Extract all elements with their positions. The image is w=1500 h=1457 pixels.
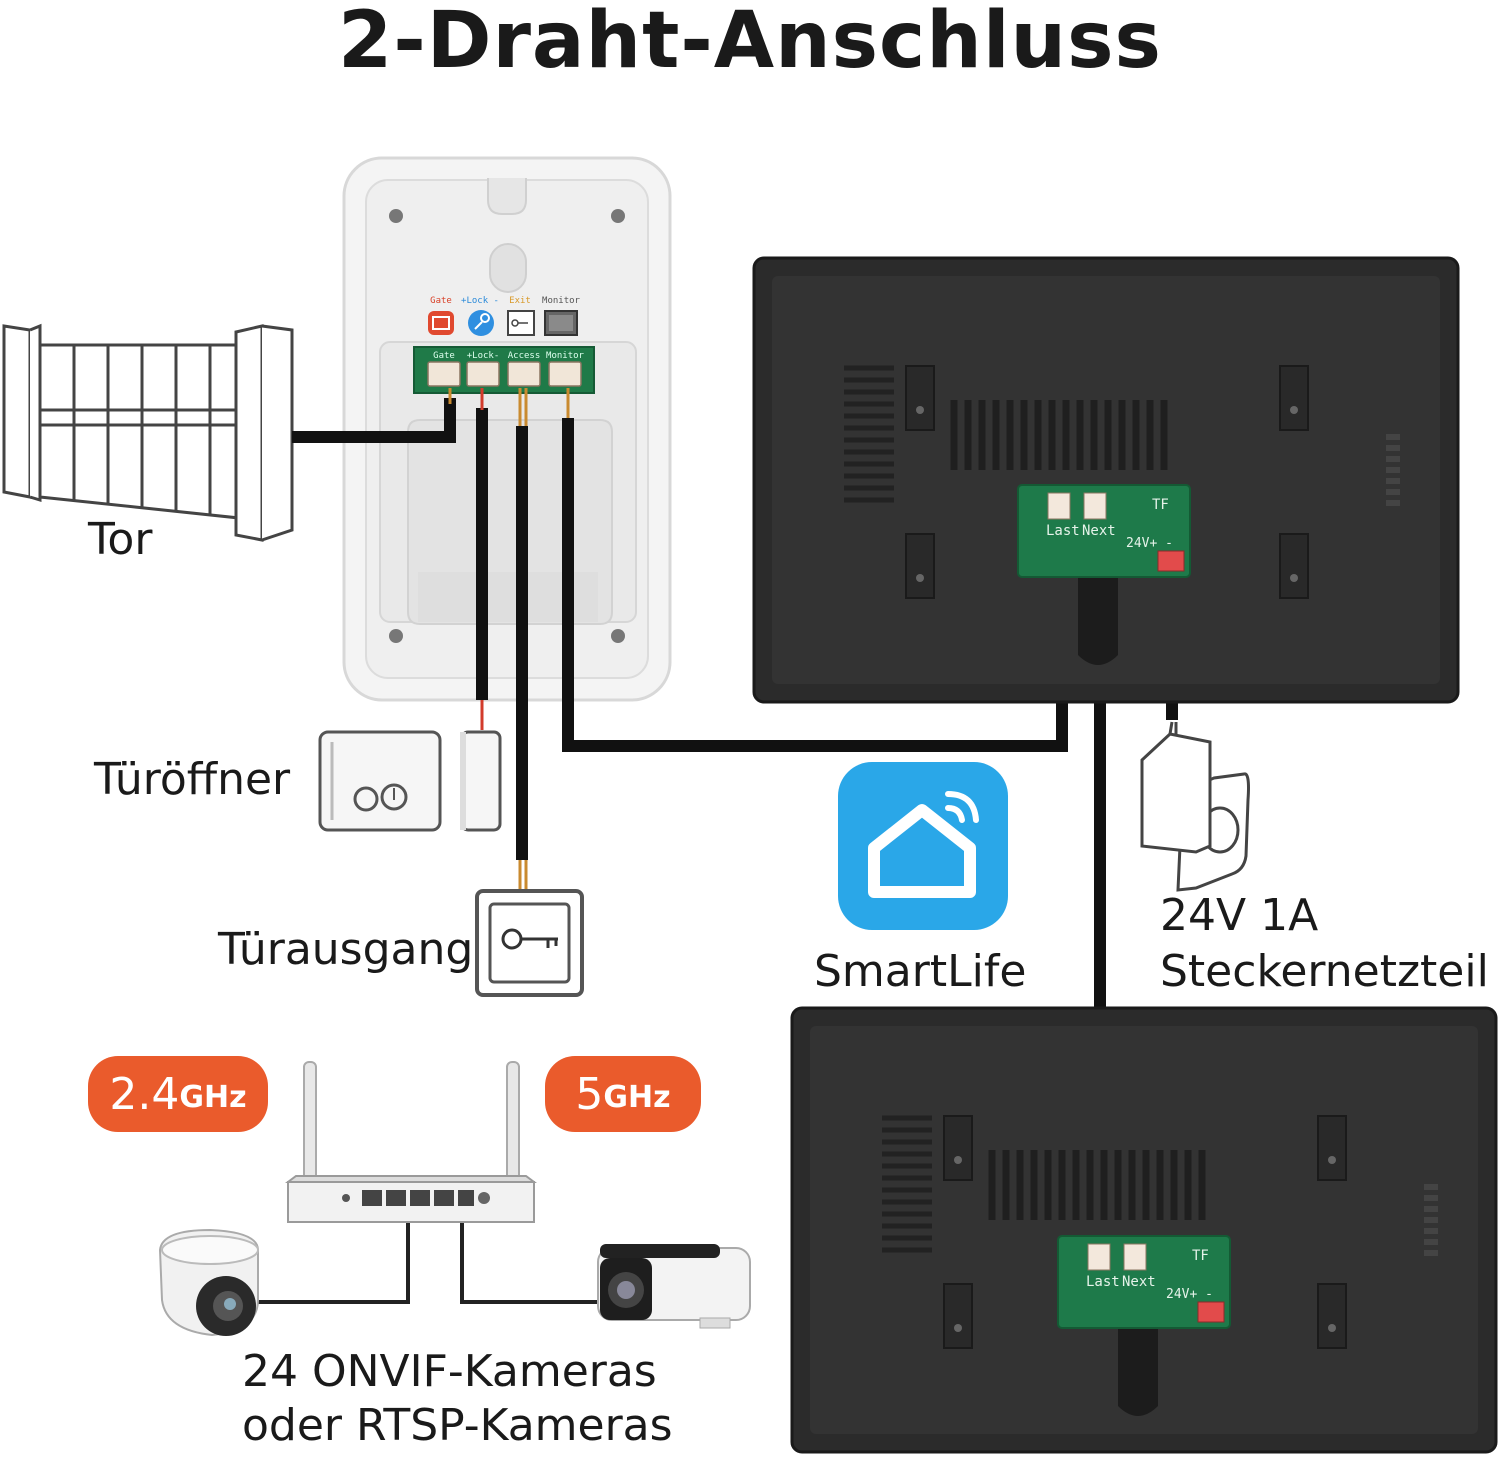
electric-lock-icon (318, 730, 502, 832)
exit-button-icon (475, 889, 584, 997)
badge-number: 5 (575, 1068, 604, 1120)
power-label-line2: Steckernetzteil (1160, 946, 1489, 997)
door-opener-label: Türöffner (94, 754, 291, 805)
outdoor-station: Gate +Lock - Exit Monitor Gate +Lock- (342, 156, 672, 702)
cameras-label-line1: 24 ONVIF-Kameras (242, 1346, 657, 1397)
terminal-label-access: Access (508, 351, 541, 361)
badge-unit: GHz (603, 1079, 671, 1115)
station-top-label-monitor: Monitor (542, 296, 581, 306)
port-label-last: Last (1046, 523, 1080, 539)
gate-label: Tor (88, 514, 153, 565)
badge-number: 2.4 (109, 1068, 180, 1120)
lock-function-icon (468, 310, 494, 336)
port-label-next: Next (1082, 523, 1116, 539)
door-exit-label: Türausgang (218, 924, 474, 975)
exit-function-icon (507, 310, 535, 336)
port-label-last: Last (1086, 1274, 1120, 1290)
router-icon (285, 1061, 537, 1223)
terminal-label-monitor: Monitor (546, 351, 585, 361)
port-label-next: Next (1122, 1274, 1156, 1290)
power-terminal-label: 24V+ - (1126, 536, 1173, 551)
terminal-label-gate: Gate (433, 351, 455, 361)
dome-camera-icon (158, 1228, 259, 1337)
monitor-function-icon (544, 310, 578, 336)
tf-card-label: TF (1152, 497, 1169, 513)
gate-icon (2, 323, 294, 542)
badge-unit: GHz (179, 1079, 247, 1115)
bullet-camera-icon (597, 1244, 751, 1329)
power-label-line1: 24V 1A (1160, 890, 1319, 941)
smartlife-label: SmartLife (814, 946, 1027, 997)
cameras-label-line2: oder RTSP-Kameras (242, 1400, 673, 1451)
smartlife-home-icon (838, 762, 1008, 930)
page-title: 2-Draht-Anschluss (338, 0, 1162, 86)
station-top-label-gate: Gate (430, 296, 452, 306)
station-top-label-lock: +Lock - (461, 296, 499, 306)
gate-function-icon (428, 311, 454, 335)
tf-card-label: TF (1192, 1248, 1209, 1264)
power-adapter-icon (1140, 721, 1250, 892)
terminal-label-lock: +Lock- (467, 351, 500, 361)
station-top-label-exit: Exit (509, 296, 531, 306)
power-terminal-label: 24V+ - (1166, 1287, 1213, 1302)
